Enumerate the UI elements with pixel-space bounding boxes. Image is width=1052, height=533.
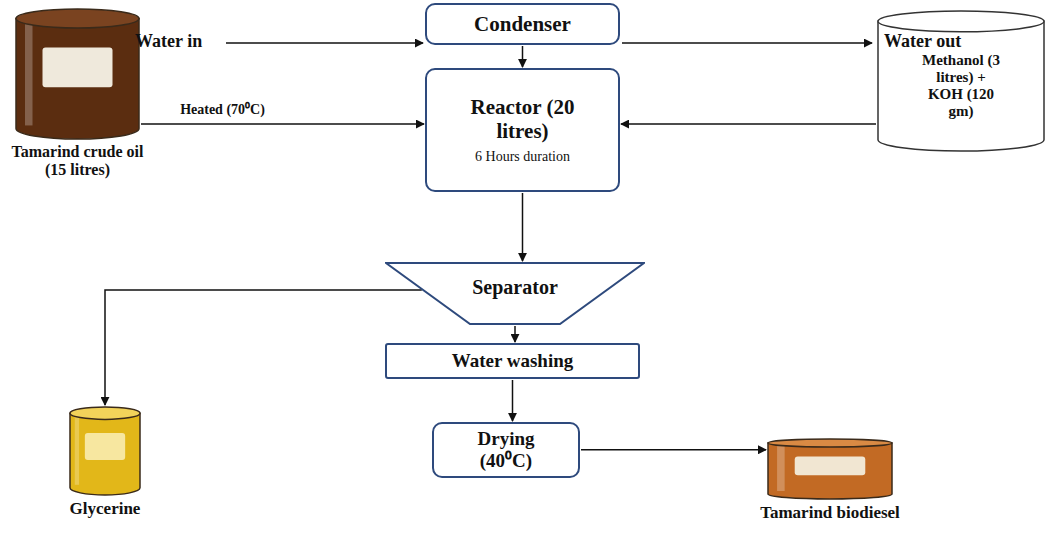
cylinder-shape [69, 406, 141, 496]
flow-arrow [581, 449, 766, 451]
process-box: Drying (40⁰C) [432, 422, 580, 478]
cylinder-shape [767, 438, 893, 500]
flow-arrow [512, 380, 514, 421]
flow-arrow [105, 290, 422, 405]
water-in-line [226, 42, 423, 44]
flow-arrow [621, 123, 876, 125]
flow-arrow [522, 46, 524, 67]
node-text: Tamarind biodiesel [760, 503, 900, 523]
node-text: 6 Hours duration [475, 149, 570, 165]
node-text: Water washing [452, 350, 574, 372]
separator-funnel: Separator [385, 262, 645, 325]
node-text: Reactor (20 litres) [463, 95, 583, 143]
node-text: Glycerine [70, 499, 141, 519]
node-text: Tamarind crude oil (15 litres) [0, 143, 155, 180]
process-box: Water washing [385, 343, 640, 379]
cylinder-shape [15, 8, 140, 140]
biodiesel-bottle: Tamarind biodiesel [745, 438, 915, 523]
node-text: Drying (40⁰C) [466, 428, 546, 472]
reactor-box: Reactor (20 litres) 6 Hours duration [425, 68, 620, 192]
glycerine-bottle: Glycerine [50, 406, 160, 519]
edge-label: Heated (70⁰C) [178, 99, 267, 118]
flow-label: Water out [884, 31, 961, 52]
flow-arrow [141, 123, 424, 125]
flow-label: Water in [135, 31, 202, 52]
node-text: Condenser [474, 12, 571, 36]
node-text: Separator [472, 276, 558, 299]
node-text: Methanol (3 litres) + KOH (120 gm) [922, 52, 1000, 121]
crude-oil-bottle: Tamarind crude oil (15 litres) [0, 8, 155, 180]
flow-arrow [514, 326, 516, 342]
flow-arrow [522, 193, 524, 261]
water-out-line [622, 42, 872, 44]
process-box: Condenser [425, 3, 620, 45]
